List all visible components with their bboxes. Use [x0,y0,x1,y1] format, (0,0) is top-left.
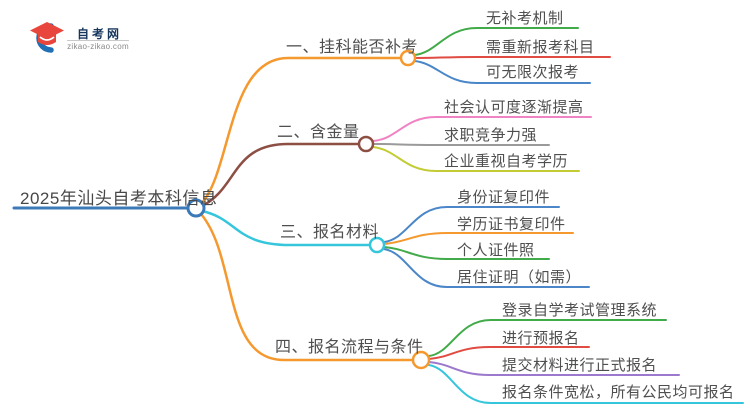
branch-4-child-3-line [428,361,680,376]
central-topic[interactable]: 2025年汕头自考本科信息 [20,189,218,208]
branch-4-child-2-line [428,346,590,360]
branch-3-child-2-line [383,232,574,245]
branch-1-child-3-label[interactable]: 可无限次报考 [486,64,580,81]
branch-3-child-3-label[interactable]: 个人证件照 [457,242,535,259]
branch-1-label[interactable]: 一、挂科能否补考 [286,39,419,56]
branch-3-child-3-line [383,246,550,260]
branch-4-line [199,212,415,362]
site-url: zikao-zikao.com [67,42,129,51]
branch-2-child-2-line [372,143,550,146]
branch-4-child-4-label[interactable]: 报名条件宽松，所有公民均可报名 [502,384,735,401]
branch-2-label[interactable]: 二、含金量 [277,124,360,141]
branch-3-child-2-label[interactable]: 学历证书复印件 [457,216,566,233]
site-name: 自考网 [77,27,123,41]
branch-4-child-1-line [428,319,667,357]
branch-3-child-1-label[interactable]: 身份证复印件 [457,189,551,206]
logo-divider [67,40,129,41]
branch-1-node-circle[interactable] [399,49,417,67]
branch-2-child-1-line [372,116,592,142]
graduation-cap-icon [30,22,64,53]
branch-1-child-2-line [414,56,611,59]
branch-2-line [200,142,361,208]
branch-3-label[interactable]: 三、报名材料 [280,224,380,241]
branch-2-child-1-label[interactable]: 社会认可度逐渐提高 [444,99,584,116]
branch-3-node-circle[interactable] [368,236,386,254]
branch-3-child-1-line [383,206,560,243]
branch-2-child-3-line [372,146,580,172]
branch-2-child-2-label[interactable]: 求职竞争力强 [444,127,538,144]
branch-4-label[interactable]: 四、报名流程与条件 [275,339,424,356]
branch-3-child-4-label[interactable]: 居住证明（如需） [457,269,582,286]
branch-4-child-1-label[interactable]: 登录自学考试管理系统 [502,302,658,319]
branch-2-node-circle[interactable] [357,135,375,153]
branch-3-line [200,209,372,247]
branch-4-child-4-line [428,364,744,404]
branch-1-child-1-label[interactable]: 无补考机制 [486,10,564,27]
branch-4-node-circle[interactable] [411,350,431,370]
branch-2-child-3-label[interactable]: 企业重视自考学历 [444,153,569,170]
branch-1-child-3-line [414,60,591,84]
branch-1-child-2-label[interactable]: 需重新报考科目 [486,39,595,56]
site-logo: 自考网 zikao-zikao.com [24,20,134,54]
branch-3-child-4-line [383,248,590,288]
branch-4-child-3-label[interactable]: 提交材料进行正式报名 [502,357,658,374]
branch-1-line [200,56,403,205]
branch-4-child-2-label[interactable]: 进行预报名 [502,330,580,347]
branch-1-child-1-line [414,27,579,56]
central-node-circle[interactable] [186,198,206,218]
